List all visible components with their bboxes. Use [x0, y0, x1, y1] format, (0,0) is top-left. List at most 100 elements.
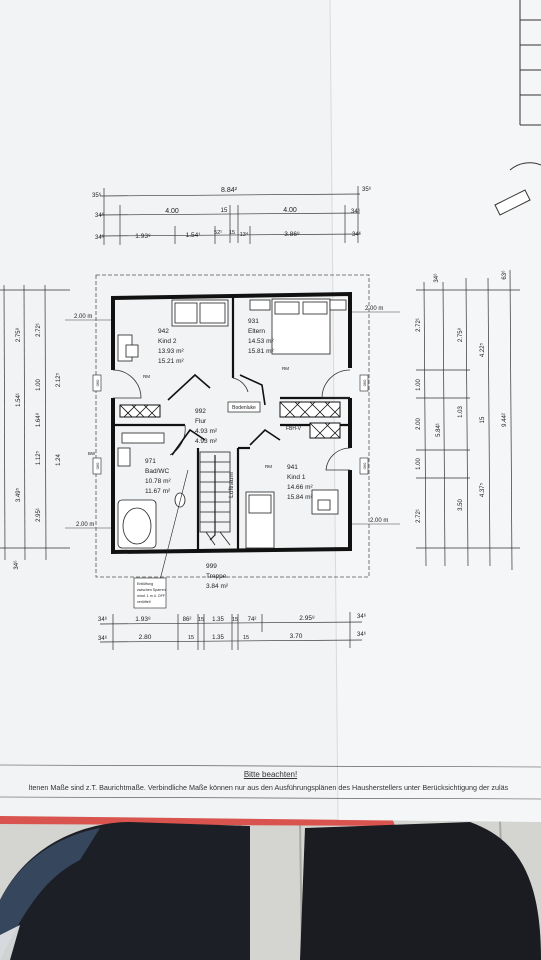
notice-strip: Bitte beachten! ltenen Maße sind z.T. Ba… [0, 770, 541, 792]
hall-angled-walls [167, 373, 281, 456]
dim-top-row3-7: 34⁶ [352, 231, 362, 238]
room-area-gross: 15.84 m² [287, 494, 313, 501]
room-eltern: 931 Eltern 14.53 m² 15.81 m² [248, 318, 274, 355]
dim-bottom-row1-7: 2.95⁸ [299, 615, 315, 622]
left-dimension-lines [0, 284, 70, 561]
callout-line: mind. 1 m ü. OFF [137, 594, 166, 598]
room-area: 14.66 m² [287, 484, 313, 491]
dim-top-row3-2: 1.54¹ [186, 232, 202, 239]
room-name: Treppe [206, 573, 227, 580]
dim-right: 2.75⁸ [457, 327, 464, 342]
room-area-gross: 11.67 m² [145, 488, 171, 495]
dim-left-edge: 35⁶ [92, 192, 102, 199]
dim-left: 2.72¹ [36, 323, 42, 337]
dim-left: 2.12⁵ [55, 372, 62, 387]
staircase [199, 451, 231, 546]
dim-bottom-row2-4: 15 [243, 635, 249, 641]
callout-leader [159, 469, 189, 581]
right-dimension-lines [416, 269, 520, 571]
dim-left: 34⁶ [13, 560, 20, 570]
rm-label: RM [282, 366, 289, 371]
dim-left: 2.95¹ [36, 508, 42, 522]
dim-right: 5.84¹ [436, 423, 442, 437]
room-number: 942 [158, 328, 169, 335]
window-tag-label: 060 [95, 462, 100, 469]
window-tag-label: 060 [95, 379, 100, 386]
dim-bottom-row2-0: 34⁶ [98, 635, 108, 642]
exterior-walls [111, 291, 352, 555]
eaves-label: 2.00 m [76, 522, 94, 528]
dim-bottom-row2-1: 2.80 [139, 634, 152, 641]
dim-top-row3-1: 1.93⁸ [135, 233, 151, 240]
room-area: 3.84 m² [206, 583, 229, 590]
dim-right: 4.22⁵ [479, 342, 486, 357]
bodenluke-box [227, 401, 261, 413]
window-tag-label: 060 [362, 379, 367, 386]
room-name: Kind 1 [287, 474, 306, 481]
dim-left: 1.12⁵ [35, 450, 42, 465]
dim-top-row3-3: 52¹ [214, 230, 222, 236]
dim-right-edge: 35⁶ [362, 186, 372, 193]
dim-overall: 8.84² [221, 187, 238, 194]
room-flur: 992 Flur 4.93 m² 4.93 m² [195, 408, 218, 445]
dim-bottom-row1-8: 34⁶ [357, 613, 367, 620]
dim-left: 1.54¹ [16, 393, 22, 407]
dim-top-row3-0: 34⁶ [95, 234, 105, 241]
dim-top-row3-6: 3.86⁸ [284, 231, 300, 238]
room-number: 992 [195, 408, 206, 415]
luftraum-label: Luftraum [228, 472, 235, 498]
dim-left: 1.00 [36, 379, 42, 391]
dim-right: 63⁶ [501, 270, 508, 280]
bottom-dimension-lines [99, 612, 363, 650]
room-number: 971 [145, 458, 156, 465]
dim-bottom-row2-3: 1.35 [212, 635, 224, 641]
dim-bottom-row2-2: 15 [188, 635, 194, 641]
room-number: 931 [248, 318, 259, 325]
room-treppe: 999 Treppe 3.84 m² [206, 563, 229, 590]
bathroom-fixtures [117, 432, 186, 549]
dim-top-row2-0: 34⁶ [95, 212, 105, 219]
room-number: 941 [287, 464, 298, 471]
callout-box [133, 577, 167, 609]
room-area: 4.93 m² [195, 428, 218, 435]
dim-right: 1.03 [458, 406, 464, 418]
dim-right: 2.72¹ [416, 509, 422, 523]
room-area: 13.93 m² [158, 348, 184, 355]
dim-bottom-row1-2: 86² [183, 617, 192, 623]
dim-bottom-row1-0: 34⁶ [98, 616, 108, 623]
rm-label: RM [265, 464, 272, 469]
room-bad-wc: 971 Bad/WC 10.78 m² 11.67 m² [145, 458, 171, 495]
room-number: 999 [206, 563, 217, 570]
rm-label: RM [143, 374, 150, 379]
callout-line: verlüftet! [137, 600, 151, 604]
eaves-label: 2.00 m [365, 306, 383, 312]
room-area-gross: 4.93 m² [195, 438, 218, 445]
dim-right: 2.00 [416, 418, 422, 430]
eaves-label: 2.00 m [370, 518, 388, 524]
blue-fabric-edge [0, 828, 100, 960]
logo-patch [0, 925, 20, 960]
dim-bottom-row1-3: 15 [198, 617, 204, 623]
dim-bottom-row1-1: 1.93⁸ [135, 616, 151, 623]
window-tag-label: 060 [362, 462, 367, 469]
dim-top-row2-4: 34⁶ [351, 208, 361, 215]
furniture-eltern [249, 298, 347, 355]
partial-neighbour-drawing [494, 0, 541, 216]
furniture-kind1 [245, 489, 339, 549]
dim-left: 2.75⁸ [15, 327, 22, 342]
top-dimension-lines [99, 186, 361, 245]
notice-rule [0, 764, 541, 768]
dark-fabric-right [300, 822, 541, 960]
dim-right: 1.00 [416, 379, 422, 391]
room-kind1: 941 Kind 1 14.66 m² 15.84 m² [287, 464, 313, 501]
bw-label: BW [88, 451, 96, 456]
dim-right: 1.00 [416, 458, 422, 470]
dim-top-row2-1: 4.00 [165, 208, 179, 215]
dim-bottom-row1-4: 1.35 [212, 617, 224, 623]
dim-left: 3.49⁵ [15, 487, 22, 502]
room-area: 10.78 m² [145, 478, 171, 485]
room-area: 14.53 m² [248, 338, 274, 345]
dim-right: 4.37⁵ [479, 482, 486, 497]
dim-top-row3-5: 13⁴ [240, 231, 249, 238]
